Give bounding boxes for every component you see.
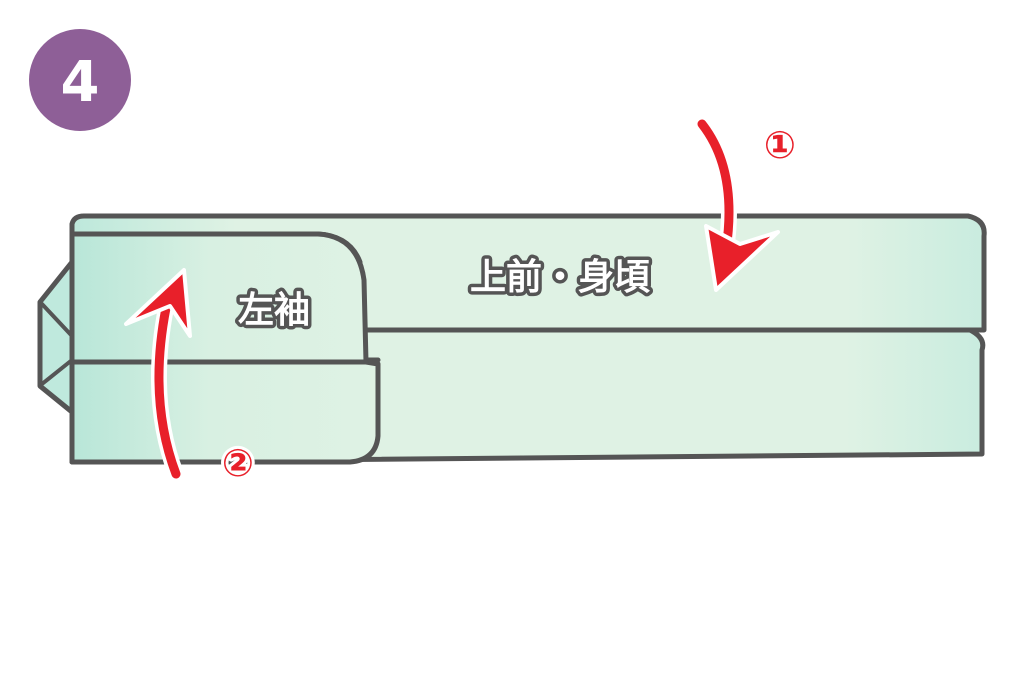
step-badge: 4: [29, 29, 131, 131]
curved-down-arrow-icon: [694, 116, 780, 292]
step-number: 4: [61, 50, 100, 115]
marker-two: ②: [222, 441, 254, 485]
curved-up-arrow-icon: [124, 268, 192, 482]
left-sleeve-label: 左袖: [238, 290, 310, 331]
marker-one: ①: [764, 123, 796, 167]
collar-flap: [37, 259, 75, 415]
fold-up-arrow-line: [154, 303, 181, 479]
fold-down-arrow-head: [704, 224, 780, 292]
collar-flap-shape: [37, 259, 75, 415]
fold-down-arrow-line: [697, 119, 734, 255]
step-badge-circle: [29, 29, 131, 131]
collar-flap-fold-line: [40, 302, 74, 386]
left-sleeve-panel: [69, 231, 381, 465]
fold-up-arrow-head: [124, 268, 192, 338]
front-body-label: 上前・身頃: [470, 257, 650, 298]
